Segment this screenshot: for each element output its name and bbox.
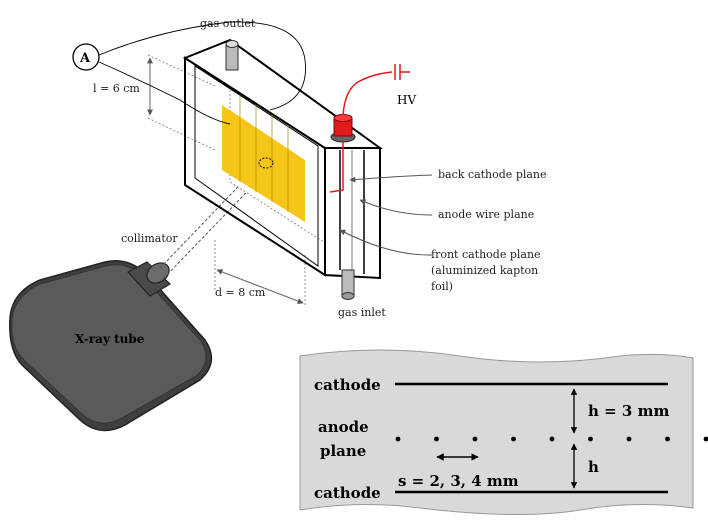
anode-wires-view [239,95,289,212]
xray-tube-label: X-ray tube [75,332,145,346]
length-label: l = 6 cm [93,82,140,95]
anode-wire-dot [511,436,516,442]
xray-tube [9,260,213,432]
anode-label-1: anode [318,418,369,436]
callout-arrows [339,174,433,256]
gas-inlet-tube [341,269,355,300]
beam-spot [258,157,274,169]
ammeter-symbol: A [79,51,91,66]
anode-wires [395,436,708,442]
anode-wire-dot [549,436,555,442]
anode-wire-dot [472,436,478,442]
kapton-foil [222,105,305,222]
gas-outlet-tube [225,40,239,71]
collimator-label: collimator [121,232,178,245]
anode-wire-label: anode wire plane [438,208,534,221]
hv-connector [329,64,410,193]
depth-label: d = 8 cm [215,286,266,299]
front-cathode-label-3: foil) [431,280,453,293]
anode-wire-dot [703,436,708,442]
front-cathode-label-1: front cathode plane [431,248,541,261]
cathode-bottom-label: cathode [314,484,381,502]
spacing-label: s = 2, 3, 4 mm [398,472,519,490]
ammeter [72,21,307,125]
front-cathode-label-2: (aluminized kapton [431,264,538,277]
cathode-top-label: cathode [314,376,381,394]
gas-inlet-label: gas inlet [338,306,386,319]
anode-wire-dot [588,436,593,442]
back-cathode-label: back cathode plane [438,168,547,181]
anode-wire-dot [395,436,401,442]
anode-wire-dot [665,436,670,442]
hv-label: HV [397,93,416,107]
anode-wire-dot [626,436,632,442]
anode-label-2: plane [320,442,366,460]
gap-label: h = 3 mm [588,402,669,420]
gap-label-lower: h [588,458,599,476]
inset-panel [299,349,708,516]
gas-outlet-label: gas outlet [200,17,256,30]
anode-wire-dot [434,436,439,442]
